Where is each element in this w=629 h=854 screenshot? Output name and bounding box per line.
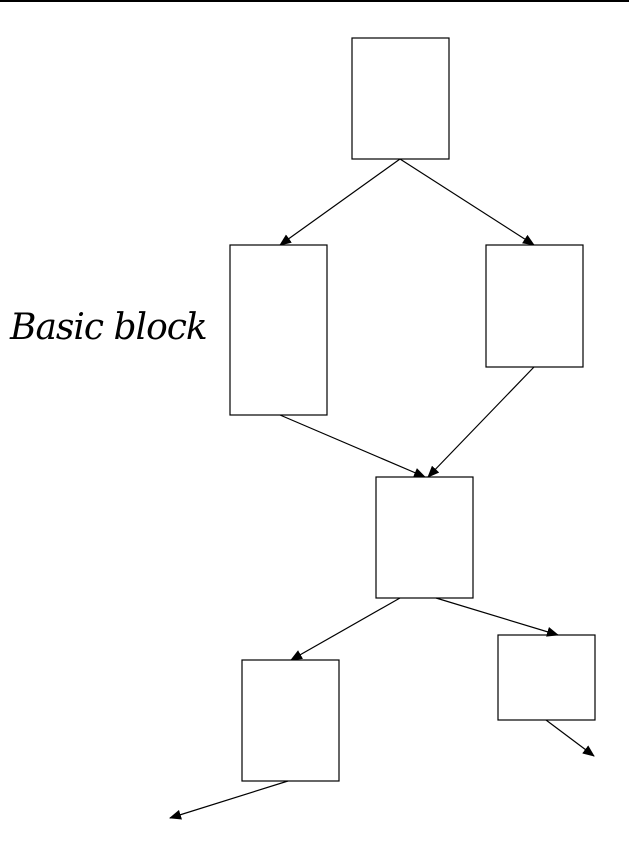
edge-bottom-left-outgoing [169, 780, 289, 820]
block-top [351, 37, 450, 160]
block-left [229, 244, 328, 416]
top-rule [0, 0, 629, 2]
edge-merge-to-bottom-right [435, 597, 559, 637]
edge-bottom-right-outgoing [545, 719, 595, 757]
block-merge [375, 476, 474, 599]
edge-top-to-right [399, 158, 535, 246]
block-bottom-left [241, 659, 340, 782]
edge-merge-to-bottom-left [290, 597, 401, 661]
edge-right-to-merge [427, 366, 535, 478]
edge-top-to-left [279, 158, 401, 246]
basic-block-label: Basic block [10, 307, 208, 348]
block-right [485, 244, 584, 368]
edge-left-to-merge [279, 414, 426, 478]
block-bottom-right [497, 634, 596, 721]
